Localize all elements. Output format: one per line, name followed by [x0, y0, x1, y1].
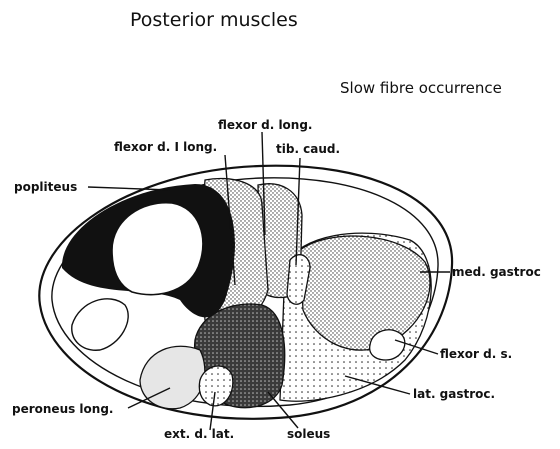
- fibula-bone: [72, 299, 128, 350]
- label-flexor-d-s: flexor d. s.: [440, 347, 512, 361]
- label-ext-d-lat: ext. d. lat.: [164, 427, 234, 441]
- figure-title: Posterior muscles: [130, 9, 298, 31]
- flexor-d-s-region: [370, 330, 405, 360]
- label-lat-gastroc: lat. gastroc.: [413, 387, 495, 401]
- label-tib-caud: tib. caud.: [276, 142, 340, 156]
- label-soleus: soleus: [287, 427, 330, 441]
- label-peroneus-long: peroneus long.: [12, 402, 113, 416]
- figure-subtitle: Slow fibre occurrence: [340, 79, 502, 97]
- label-flexor-d-long: flexor d. long.: [218, 118, 313, 132]
- label-med-gastroc: med. gastroc: [452, 265, 541, 279]
- leader-popliteus: [88, 187, 170, 190]
- peroneus-long-region: [140, 346, 205, 409]
- label-popliteus: popliteus: [14, 180, 77, 194]
- label-flexor-d-I-long: flexor d. I long.: [114, 140, 217, 154]
